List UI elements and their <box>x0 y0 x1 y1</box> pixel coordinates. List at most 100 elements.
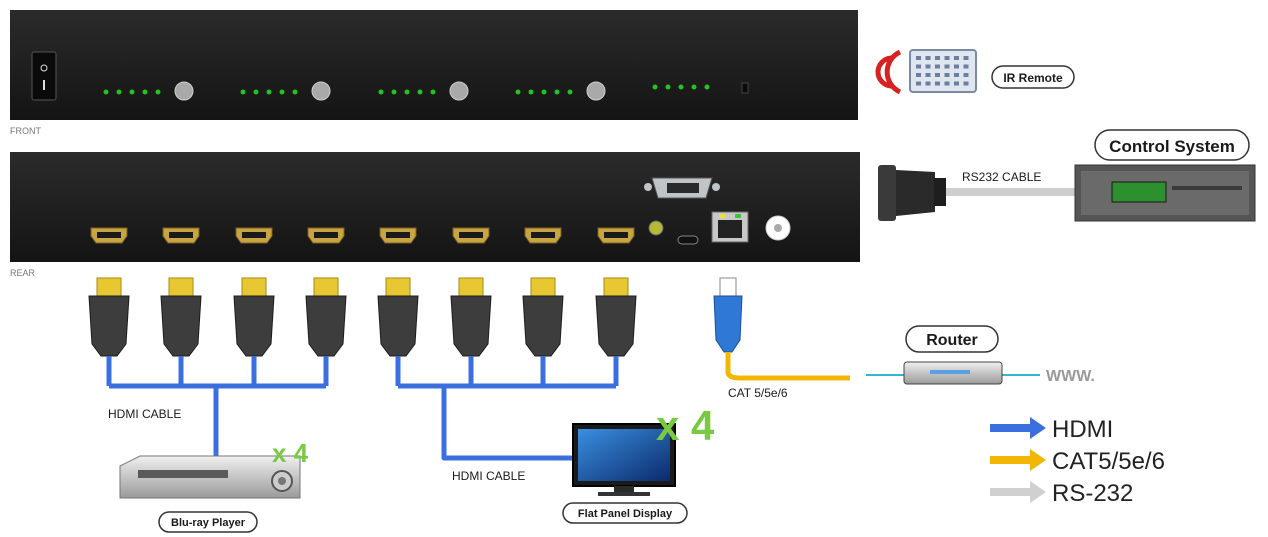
status-led <box>417 89 423 95</box>
display-multiplier: x 4 <box>656 402 715 449</box>
legend-label: CAT5/5e/6 <box>1052 448 1165 475</box>
hdmi-cable-right-label: HDMI CABLE <box>452 469 525 483</box>
bluray-player: x 4 Blu-ray Player <box>119 438 309 533</box>
remote-key <box>963 81 969 86</box>
hdmi-cables <box>106 356 619 461</box>
remote-key <box>935 73 940 77</box>
select-button <box>311 81 331 101</box>
hdmi-plug <box>595 295 637 357</box>
hdmi-plug <box>160 295 202 357</box>
status-led <box>129 89 135 95</box>
remote-key <box>916 64 921 69</box>
bluray-label: Blu-ray Player <box>171 517 246 529</box>
www-label: WWW. <box>1046 368 1095 385</box>
remote-key <box>935 64 940 69</box>
status-led <box>691 84 697 90</box>
status-led <box>142 89 148 95</box>
network-connection: CAT 5/5e/6 Router WWW. <box>713 277 1095 400</box>
ir-remote-pill <box>991 65 1075 89</box>
remote-key <box>944 64 950 69</box>
hdmi-plug-tip <box>385 277 411 297</box>
hdmi-plug-tip <box>313 277 339 297</box>
power-switch <box>31 51 57 101</box>
status-led <box>567 89 573 95</box>
legend-label: RS-232 <box>1052 480 1133 507</box>
remote-key <box>925 64 931 69</box>
remote-key <box>963 73 969 77</box>
status-led <box>541 89 547 95</box>
ir-signal-icon <box>884 49 902 95</box>
remote-key <box>935 56 940 60</box>
select-button <box>174 81 194 101</box>
hdmi-plug-tip <box>96 277 122 297</box>
legend: HDMI CAT5/5e/6RS-232 <box>990 416 1165 507</box>
remote-key <box>916 56 921 60</box>
hdmi-plug <box>377 295 419 357</box>
status-led <box>240 89 246 95</box>
status-led <box>378 89 384 95</box>
remote-key <box>925 73 931 77</box>
control-system-label: Control System <box>1109 137 1235 156</box>
rj45-plug-icon <box>719 277 737 297</box>
status-led <box>554 89 560 95</box>
remote-key <box>944 56 950 60</box>
ir-remote: IR Remote <box>875 49 1075 95</box>
status-led <box>279 89 285 95</box>
remote-key <box>935 81 940 86</box>
legend-arrow-icon <box>990 449 1046 471</box>
hdmi-cable-left-label: HDMI CABLE <box>108 407 181 421</box>
remote-key <box>925 56 931 60</box>
select-button <box>586 81 606 101</box>
status-led <box>266 89 272 95</box>
hdmi-plug <box>88 295 130 357</box>
status-led <box>430 89 436 95</box>
remote-key <box>954 64 959 69</box>
status-led <box>528 89 534 95</box>
rs232-connection: RS232 CABLE Control System <box>878 129 1256 222</box>
hdmi-cable <box>441 386 573 461</box>
router-label: Router <box>926 332 978 349</box>
ir-port <box>648 220 664 236</box>
status-led <box>404 89 410 95</box>
rs232-cable-label: RS232 CABLE <box>962 170 1041 184</box>
status-led <box>103 89 109 95</box>
front-panel <box>10 10 858 120</box>
remote-key <box>944 81 950 86</box>
display-pill <box>562 502 688 524</box>
hdmi-plug <box>450 295 492 357</box>
status-led <box>155 89 161 95</box>
status-led <box>391 89 397 95</box>
hdmi-plug-tip <box>530 277 556 297</box>
status-led <box>652 84 658 90</box>
remote-key <box>963 56 969 60</box>
remote-key <box>954 81 959 86</box>
hdmi-plugs <box>88 277 637 357</box>
remote-key <box>916 81 921 86</box>
hdmi-output-ports <box>90 227 635 244</box>
ir-remote-label: IR Remote <box>1003 71 1063 85</box>
bluray-multiplier: x 4 <box>272 438 309 468</box>
rs232-connector-icon <box>878 165 896 221</box>
remote-key <box>963 64 969 69</box>
hdmi-plug <box>305 295 347 357</box>
router-pill <box>905 325 999 353</box>
status-led <box>116 89 122 95</box>
hdmi-plug-tip <box>458 277 484 297</box>
remote-key <box>944 73 950 77</box>
legend-label: HDMI <box>1052 416 1113 443</box>
ir-sensor <box>741 82 749 94</box>
status-led <box>253 89 259 95</box>
hdmi-plug <box>233 295 275 357</box>
hdmi-plug <box>522 295 564 357</box>
display-label: Flat Panel Display <box>578 508 673 520</box>
rear-panel <box>10 152 860 262</box>
select-button <box>449 81 469 101</box>
remote-key <box>954 73 959 77</box>
flat-panel-display: x 4 Flat Panel Display <box>562 402 715 524</box>
status-led <box>292 89 298 95</box>
remote-key <box>925 81 931 86</box>
remote-key <box>916 73 921 77</box>
front-leds <box>103 81 710 101</box>
